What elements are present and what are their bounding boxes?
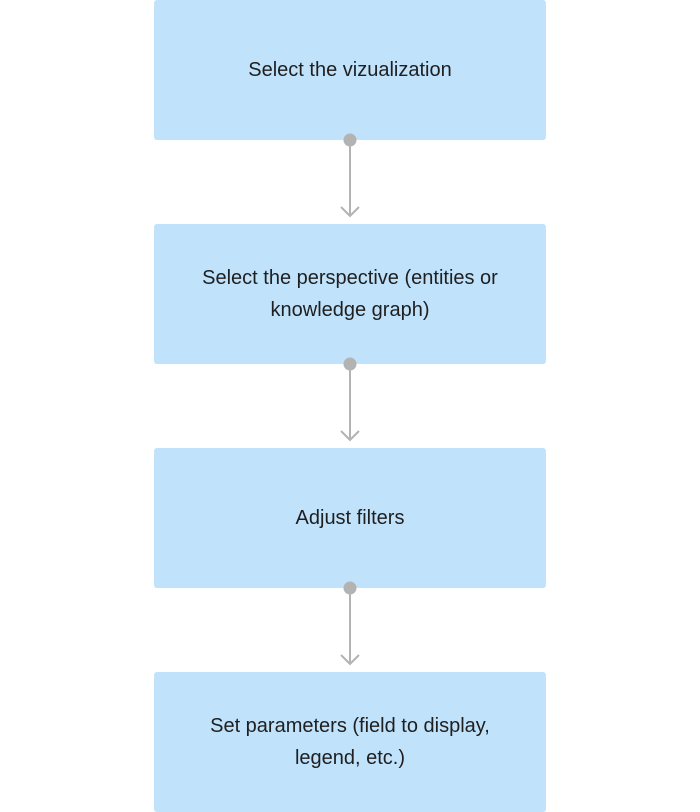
step-box-set-parameters: Set parameters (field to display, legend… — [154, 672, 546, 812]
step-box-select-visualization: Select the vizualization — [154, 0, 546, 140]
arrow-connector-icon — [340, 133, 360, 218]
step-box-select-perspective: Select the perspective (entities or know… — [154, 224, 546, 364]
step-label: Adjust filters — [295, 507, 405, 529]
step-box-adjust-filters: Adjust filters — [154, 448, 546, 588]
step-label: Set parameters (field to display, legend… — [210, 715, 490, 769]
arrow-connector-icon — [340, 357, 360, 442]
step-label: Select the vizualization — [248, 59, 452, 81]
step-label: Select the perspective (entities or know… — [202, 267, 498, 321]
arrow-connector-icon — [340, 581, 360, 666]
